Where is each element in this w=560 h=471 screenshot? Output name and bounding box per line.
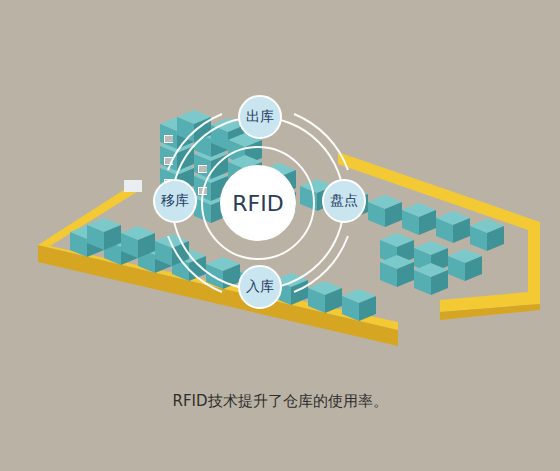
stage-circle: 出库: [238, 95, 282, 139]
node-label: 盘点: [330, 192, 358, 210]
node-label: 入库: [246, 278, 274, 296]
core-circle: RFID: [220, 165, 296, 241]
figure-caption: RFID技术提升了仓库的使用率。: [0, 392, 560, 411]
stage-circle: 盘点: [322, 179, 366, 223]
node-label: 移库: [161, 192, 189, 210]
node-label: RFID: [232, 191, 283, 216]
stage-circle: 移库: [153, 179, 197, 223]
node-label: 出库: [246, 108, 274, 126]
stage-circle: 入库: [238, 265, 282, 309]
